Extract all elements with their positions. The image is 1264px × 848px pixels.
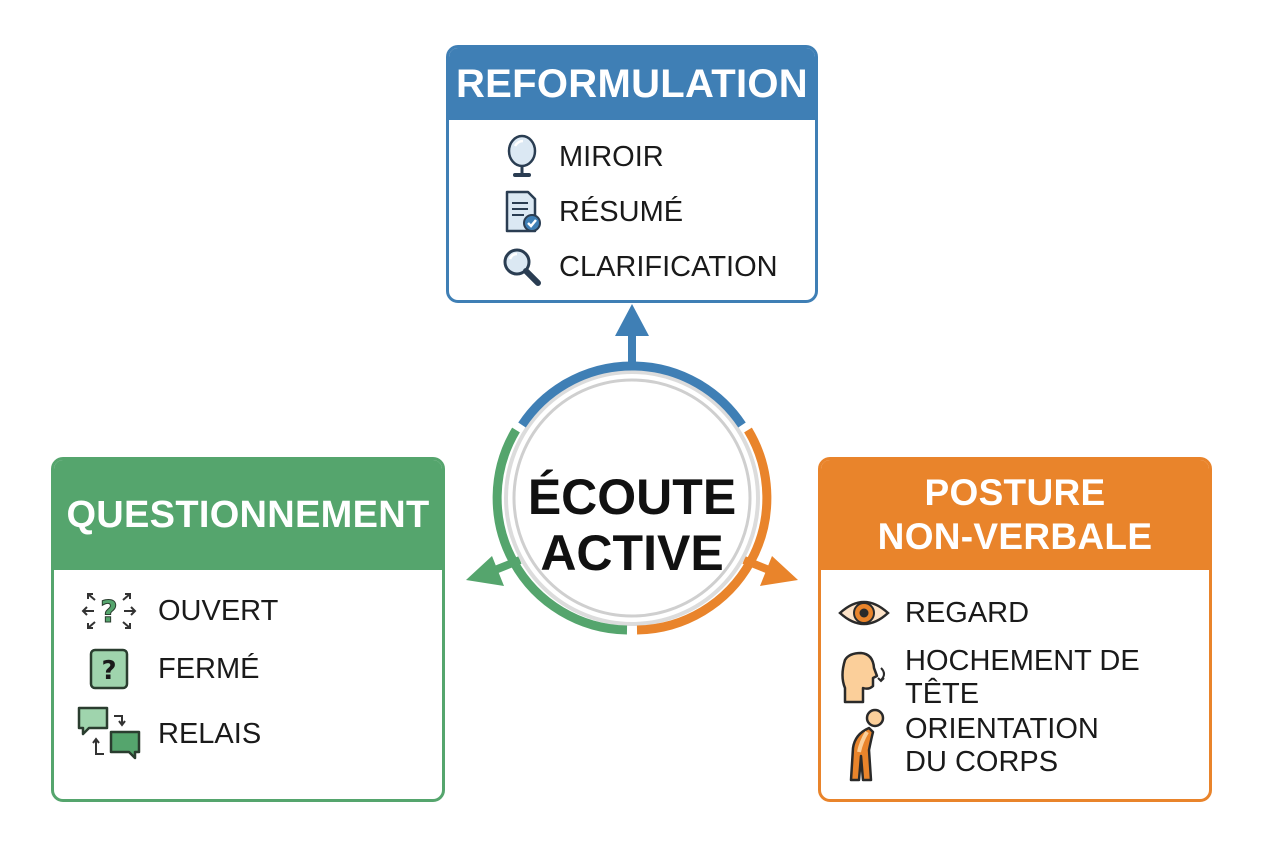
- item-miroir: MIROIR: [499, 134, 664, 180]
- card-posture-title-line1: POSTURE: [924, 472, 1106, 513]
- question-arrows-icon: ?: [76, 588, 142, 634]
- svg-text:?: ?: [100, 595, 117, 630]
- item-orientation-label-line1: ORIENTATION: [905, 713, 1099, 745]
- center-circle: [512, 378, 752, 618]
- card-questionnement-title: QUESTIONNEMENT: [66, 493, 430, 536]
- center-arc-blue: [518, 361, 746, 428]
- item-resume-label: RÉSUMÉ: [559, 195, 684, 228]
- item-orientation-label-line2: DU CORPS: [905, 746, 1059, 778]
- item-clarification: CLARIFICATION: [499, 244, 778, 290]
- document-check-icon: [499, 189, 545, 235]
- body-lean-icon: [837, 708, 891, 784]
- magnifier-icon: [499, 244, 545, 290]
- item-ouvert: ? OUVERT: [76, 588, 278, 634]
- center-arc-green: [492, 427, 628, 635]
- mirror-icon: [499, 134, 545, 180]
- card-questionnement-header: QUESTIONNEMENT: [54, 460, 442, 570]
- svg-text:?: ?: [101, 656, 116, 686]
- card-questionnement: QUESTIONNEMENT ? OUVERT ?: [51, 457, 445, 802]
- center-title: ÉCOUTE ACTIVE: [517, 425, 747, 625]
- item-clarification-label: CLARIFICATION: [559, 250, 778, 283]
- item-resume: RÉSUMÉ: [499, 189, 683, 235]
- card-posture-header: POSTURE NON-VERBALE: [821, 460, 1209, 570]
- item-relais-label: RELAIS: [158, 717, 262, 750]
- item-regard-label: REGARD: [905, 596, 1030, 629]
- item-hochement-label: HOCHEMENT DE TÊTE: [905, 645, 1140, 710]
- chat-bubbles-icon: [76, 704, 142, 764]
- item-ferme-label: FERMÉ: [158, 652, 260, 685]
- card-posture-title-line2: NON-VERBALE: [877, 516, 1153, 557]
- item-relais: RELAIS: [76, 704, 261, 764]
- card-posture: POSTURE NON-VERBALE REGARD HOCHEMENT DE …: [818, 457, 1212, 802]
- center-title-line1: ÉCOUTE: [527, 469, 737, 525]
- item-orientation: ORIENTATION DU CORPS: [837, 708, 1099, 784]
- item-orientation-label: ORIENTATION DU CORPS: [905, 713, 1099, 779]
- center-arc-orange: [636, 427, 772, 635]
- center-outer-ring: [504, 370, 760, 626]
- arrow-to-reformulation: [615, 304, 649, 362]
- item-miroir-label: MIROIR: [559, 140, 664, 173]
- eye-icon: [837, 590, 891, 636]
- item-ouvert-label: OUVERT: [158, 594, 279, 627]
- center-title-line2: ACTIVE: [540, 525, 724, 581]
- card-reformulation-header: REFORMULATION: [449, 48, 815, 120]
- card-reformulation-title: REFORMULATION: [455, 61, 808, 106]
- card-reformulation: REFORMULATION MIROIR RÉSUMÉ: [446, 45, 818, 303]
- item-regard: REGARD: [837, 590, 1029, 636]
- question-box-icon: ?: [76, 646, 142, 692]
- item-hochement: HOCHEMENT DE TÊTE: [837, 645, 1209, 711]
- item-ferme: ? FERMÉ: [76, 646, 260, 692]
- head-nod-icon: [837, 650, 891, 706]
